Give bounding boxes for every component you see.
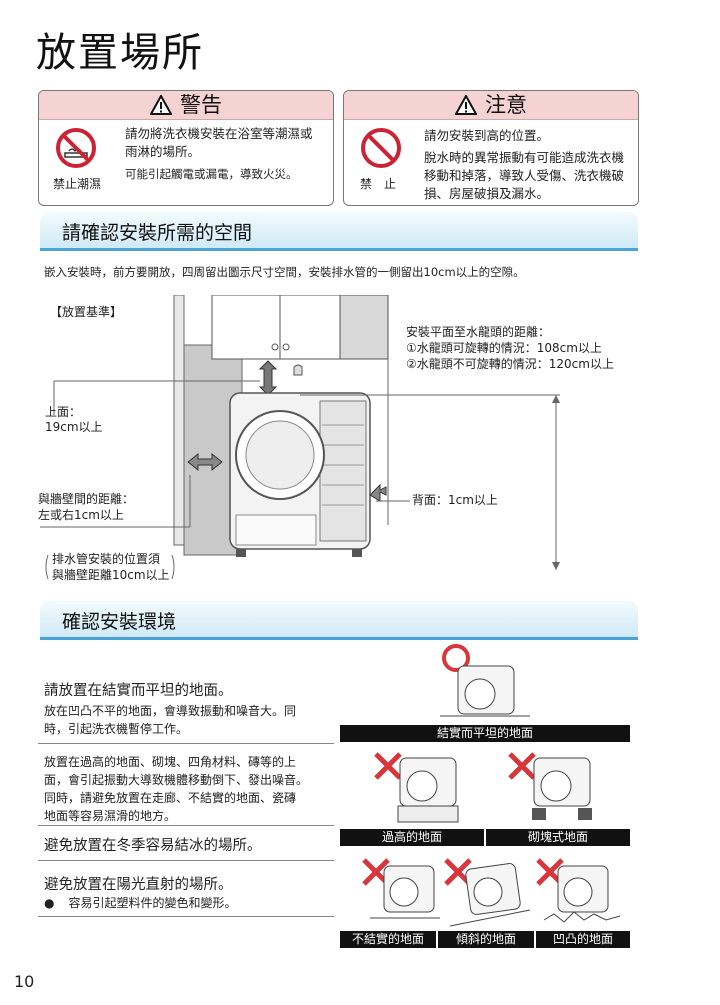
warning-icon-label: 禁止潮濕 xyxy=(53,177,102,191)
caution-header: 注意 xyxy=(344,91,638,120)
floor-illustrations xyxy=(362,644,621,927)
caution-text: 請勿安裝到高的位置。 xyxy=(424,128,550,143)
drain-clearance-line2: 與牆壁距離10cm以上 xyxy=(52,568,170,582)
section-heading-environment: 確認安裝環境 xyxy=(40,601,638,640)
avoid-high-line4: 地面等容易濕滑的地方。 xyxy=(44,809,177,823)
caution-title: 注意 xyxy=(485,93,527,117)
prohibition-icon xyxy=(361,128,401,168)
caption-uneven-floor: 凹凸的地面 xyxy=(536,931,630,948)
bullet-dot-icon: ● xyxy=(44,896,55,910)
tap-fixed-text: ②水龍頭不可旋轉的情況：120cm以上 xyxy=(406,357,614,371)
space-intro: 嵌入安裝時，前方要開放，四周留出圖示尺寸空間，安裝排水管的一側留出10cm以上的… xyxy=(44,265,525,279)
no-moisture-icon xyxy=(56,128,96,168)
avoid-high-line3: 同時，請避免放置在走廊、不結實的地面、瓷磚 xyxy=(44,791,297,805)
avoid-freezing-title: 避免放置在冬季容易結冰的場所。 xyxy=(44,838,262,854)
caption-high-floor: 過高的地面 xyxy=(340,829,484,846)
divider xyxy=(38,825,334,826)
section-heading-environment-text: 確認安裝環境 xyxy=(62,611,177,633)
back-clearance-label: 背面：1cm以上 xyxy=(412,493,498,507)
avoid-high-line1: 放置在過高的地面、砌塊、四角材料、磚等的上 xyxy=(44,755,297,769)
caution-box: 注意 禁 止 請勿安裝到高的位置。 脫水時的異常振動有可能造成洗衣機移動和掉落，… xyxy=(343,90,639,206)
caption-soft-floor: 不結實的地面 xyxy=(340,931,436,948)
drain-clearance-label: 排水管安裝的位置須 與牆壁距離10cm以上 xyxy=(52,551,170,583)
solid-floor-text-line1: 放在凹凸不平的地面，會導致振動和噪音大。同 xyxy=(44,704,297,718)
solid-floor-text-line2: 時，引起洗衣機暫停工作。 xyxy=(44,722,189,736)
caption-solid-floor: 結實而平坦的地面 xyxy=(340,725,630,742)
caption-block-floor: 砌塊式地面 xyxy=(486,829,630,846)
solid-floor-text: 放在凹凸不平的地面，會導致振動和噪音大。同 時，引起洗衣機暫停工作。 xyxy=(44,702,296,738)
solid-floor-title: 請放置在結實而平坦的地面。 xyxy=(44,683,233,699)
warning-subtext: 可能引起觸電或漏電，導致火災。 xyxy=(125,167,298,181)
divider xyxy=(38,743,334,744)
page-title: 放置場所 xyxy=(36,30,204,76)
divider xyxy=(38,860,334,861)
warning-triangle-icon xyxy=(150,95,172,115)
section-heading-space: 請確認安裝所需的空間 xyxy=(40,212,638,251)
sunlight-bullet: ● 容易引起塑料件的變色和變形。 xyxy=(44,894,237,912)
sunlight-bullet-text: 容易引起塑料件的變色和變形。 xyxy=(68,896,237,910)
caution-triangle-icon xyxy=(455,95,477,115)
caution-subtext: 脫水時的異常振動有可能造成洗衣機移動和掉落，導致人受傷、洗衣機破損、房屋破損及漏… xyxy=(424,150,625,201)
installation-diagram xyxy=(40,295,560,580)
diagram-label: 【放置基準】 xyxy=(50,305,123,319)
avoid-high-line2: 面，會引起振動大導致機體移動倒下、發出噪音。 xyxy=(44,773,309,787)
caption-sloped-floor: 傾斜的地面 xyxy=(438,931,534,948)
section-heading-space-text: 請確認安裝所需的空間 xyxy=(62,222,253,244)
tap-rotatable-text: ①水龍頭可旋轉的情況：108cm以上 xyxy=(406,341,602,355)
tap-distance-text: 安裝平面至水龍頭的距離： ①水龍頭可旋轉的情況：108cm以上 ②水龍頭不可旋轉… xyxy=(406,324,614,372)
drain-clearance-line1: 排水管安裝的位置須 xyxy=(52,552,161,566)
caution-icon-label: 禁 止 xyxy=(360,177,397,191)
tap-distance-title: 安裝平面至水龍頭的距離： xyxy=(406,325,551,339)
warning-box: 警告 禁止潮濕 請勿將洗衣機安裝在浴室等潮濕或雨淋的場所。 可能引起觸電或漏電，… xyxy=(38,90,334,206)
top-clearance-title: 上面： xyxy=(45,405,82,419)
wall-clearance-label: 與牆壁間的距離： 左或右1cm以上 xyxy=(38,491,134,523)
divider xyxy=(38,916,334,917)
avoid-sunlight-title: 避免放置在陽光直射的場所。 xyxy=(44,877,233,893)
warning-header: 警告 xyxy=(39,91,333,120)
top-clearance-label: 上面： 19cm以上 xyxy=(45,405,103,435)
warning-text: 請勿將洗衣機安裝在浴室等潮濕或雨淋的場所。 xyxy=(125,126,313,159)
wall-clearance-value: 左或右1cm以上 xyxy=(38,508,124,522)
warning-title: 警告 xyxy=(180,93,222,117)
top-clearance-value: 19cm以上 xyxy=(45,420,103,434)
wall-clearance-title: 與牆壁間的距離： xyxy=(38,492,135,506)
page-number: 10 xyxy=(14,972,35,991)
avoid-high-text: 放置在過高的地面、砌塊、四角材料、磚等的上 面，會引起振動大導致機體移動倒下、發… xyxy=(44,753,308,825)
